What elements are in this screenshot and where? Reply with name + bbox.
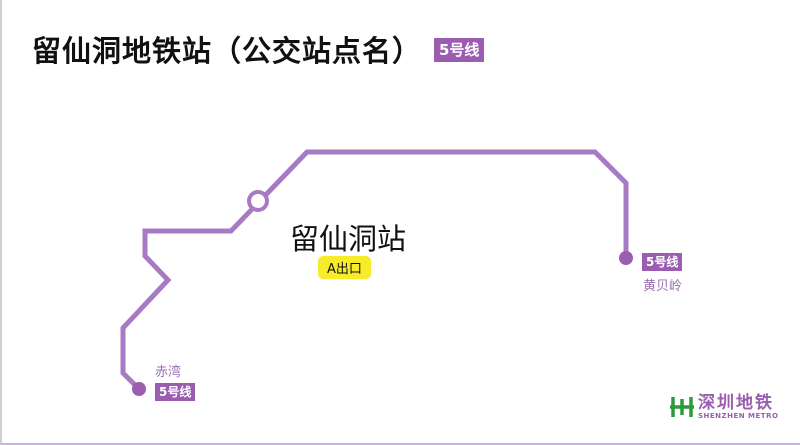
logo-english: SHENZHEN METRO: [698, 412, 779, 420]
current-station-marker: [247, 190, 269, 212]
metro-line-5: [120, 149, 629, 391]
exit-label: A出口: [318, 256, 371, 279]
current-station-name: 留仙洞站: [290, 222, 407, 256]
shenzhen-metro-logo: 深圳地铁 SHENZHEN METRO: [670, 394, 778, 420]
line-badge: 5号线: [434, 38, 485, 62]
terminal-right-name: 黄贝岭: [643, 279, 683, 294]
terminal-left-line-badge: 5号线: [155, 383, 196, 401]
terminal-right-line-badge: 5号线: [642, 253, 683, 271]
terminal-left-name: 赤湾: [155, 365, 182, 380]
terminal-right-dot: [619, 251, 633, 265]
terminal-left-dot: [132, 382, 146, 396]
logo-chinese: 深圳地铁: [698, 393, 774, 413]
metro-logo-icon: [670, 397, 694, 417]
page-title: 留仙洞地铁站（公交站点名）: [32, 34, 423, 68]
